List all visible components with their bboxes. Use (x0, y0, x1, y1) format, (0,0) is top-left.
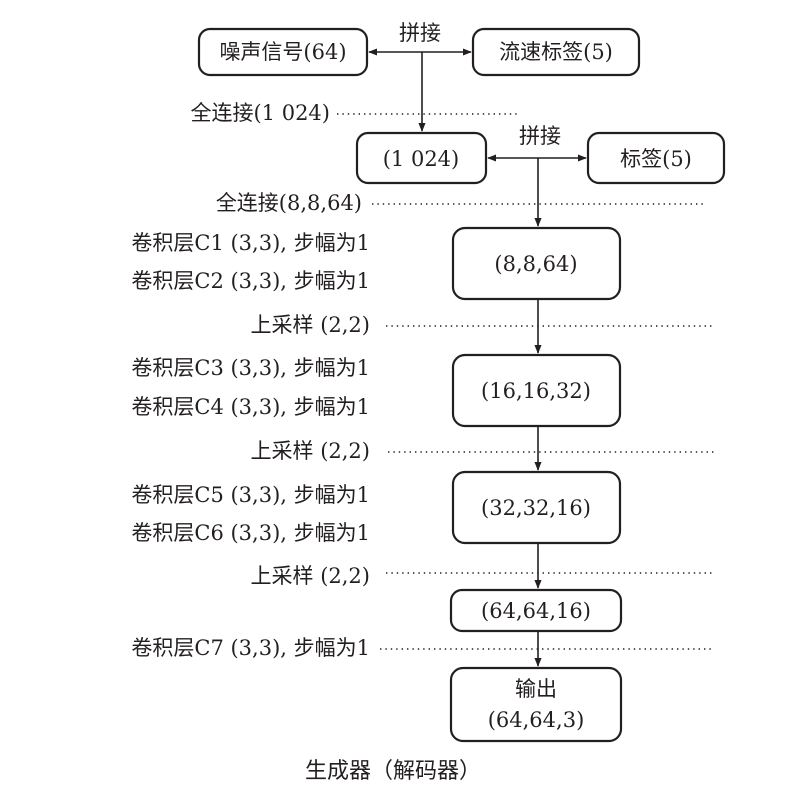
tensor-8x8x64-label: (8,8,64) (494, 252, 577, 276)
layer-upsample-2-label: 上采样 (2,2) (251, 439, 370, 463)
output-title: 输出 (515, 677, 557, 701)
layer-c5-label: 卷积层C5 (3,3), 步幅为1 (131, 483, 370, 507)
tensor-32x32x16-label: (32,32,16) (481, 496, 591, 520)
noise-signal-node (197, 27, 369, 77)
label-5-node (586, 131, 726, 185)
output-shape: (64,64,3) (488, 708, 585, 732)
tensor-32x32x16-node (451, 470, 622, 545)
tensor-64x64x16-node (449, 588, 623, 633)
concat-label-mid: 拼接 (519, 124, 561, 148)
layer-c4-label: 卷积层C4 (3,3), 步幅为1 (131, 395, 370, 419)
label-5-node-text: 标签(5) (620, 147, 692, 171)
figure-caption: 生成器（解码器） (305, 759, 481, 784)
layer-upsample-1-label: 上采样 (2,2) (251, 313, 370, 337)
fc-1024-node-label: (1 024) (383, 147, 460, 171)
tensor-16x16x32-node (451, 353, 622, 428)
flow-velocity-label-node (471, 27, 641, 77)
layer-fc-8864-label: 全连接(8,8,64) (216, 191, 362, 215)
layer-c2-label: 卷积层C2 (3,3), 步幅为1 (131, 269, 370, 293)
tensor-16x16x32-label: (16,16,32) (481, 379, 591, 403)
layer-c1-label: 卷积层C1 (3,3), 步幅为1 (131, 231, 370, 255)
concat-label-top: 拼接 (399, 21, 441, 45)
layer-upsample-3-label: 上采样 (2,2) (251, 564, 370, 588)
layer-c6-label: 卷积层C6 (3,3), 步幅为1 (131, 521, 370, 545)
layer-fc-1024-label: 全连接(1 024) (190, 101, 330, 125)
tensor-8x8x64-node (451, 226, 622, 301)
layer-c3-label: 卷积层C3 (3,3), 步幅为1 (131, 356, 370, 380)
layer-c7-label: 卷积层C7 (3,3), 步幅为1 (131, 636, 370, 660)
flow-velocity-label-text: 流速标签(5) (499, 40, 613, 64)
tensor-64x64x16-label: (64,64,16) (481, 599, 591, 623)
output-node (449, 666, 623, 743)
noise-signal-label: 噪声信号(64) (219, 40, 346, 64)
fc-1024-node (355, 131, 488, 185)
